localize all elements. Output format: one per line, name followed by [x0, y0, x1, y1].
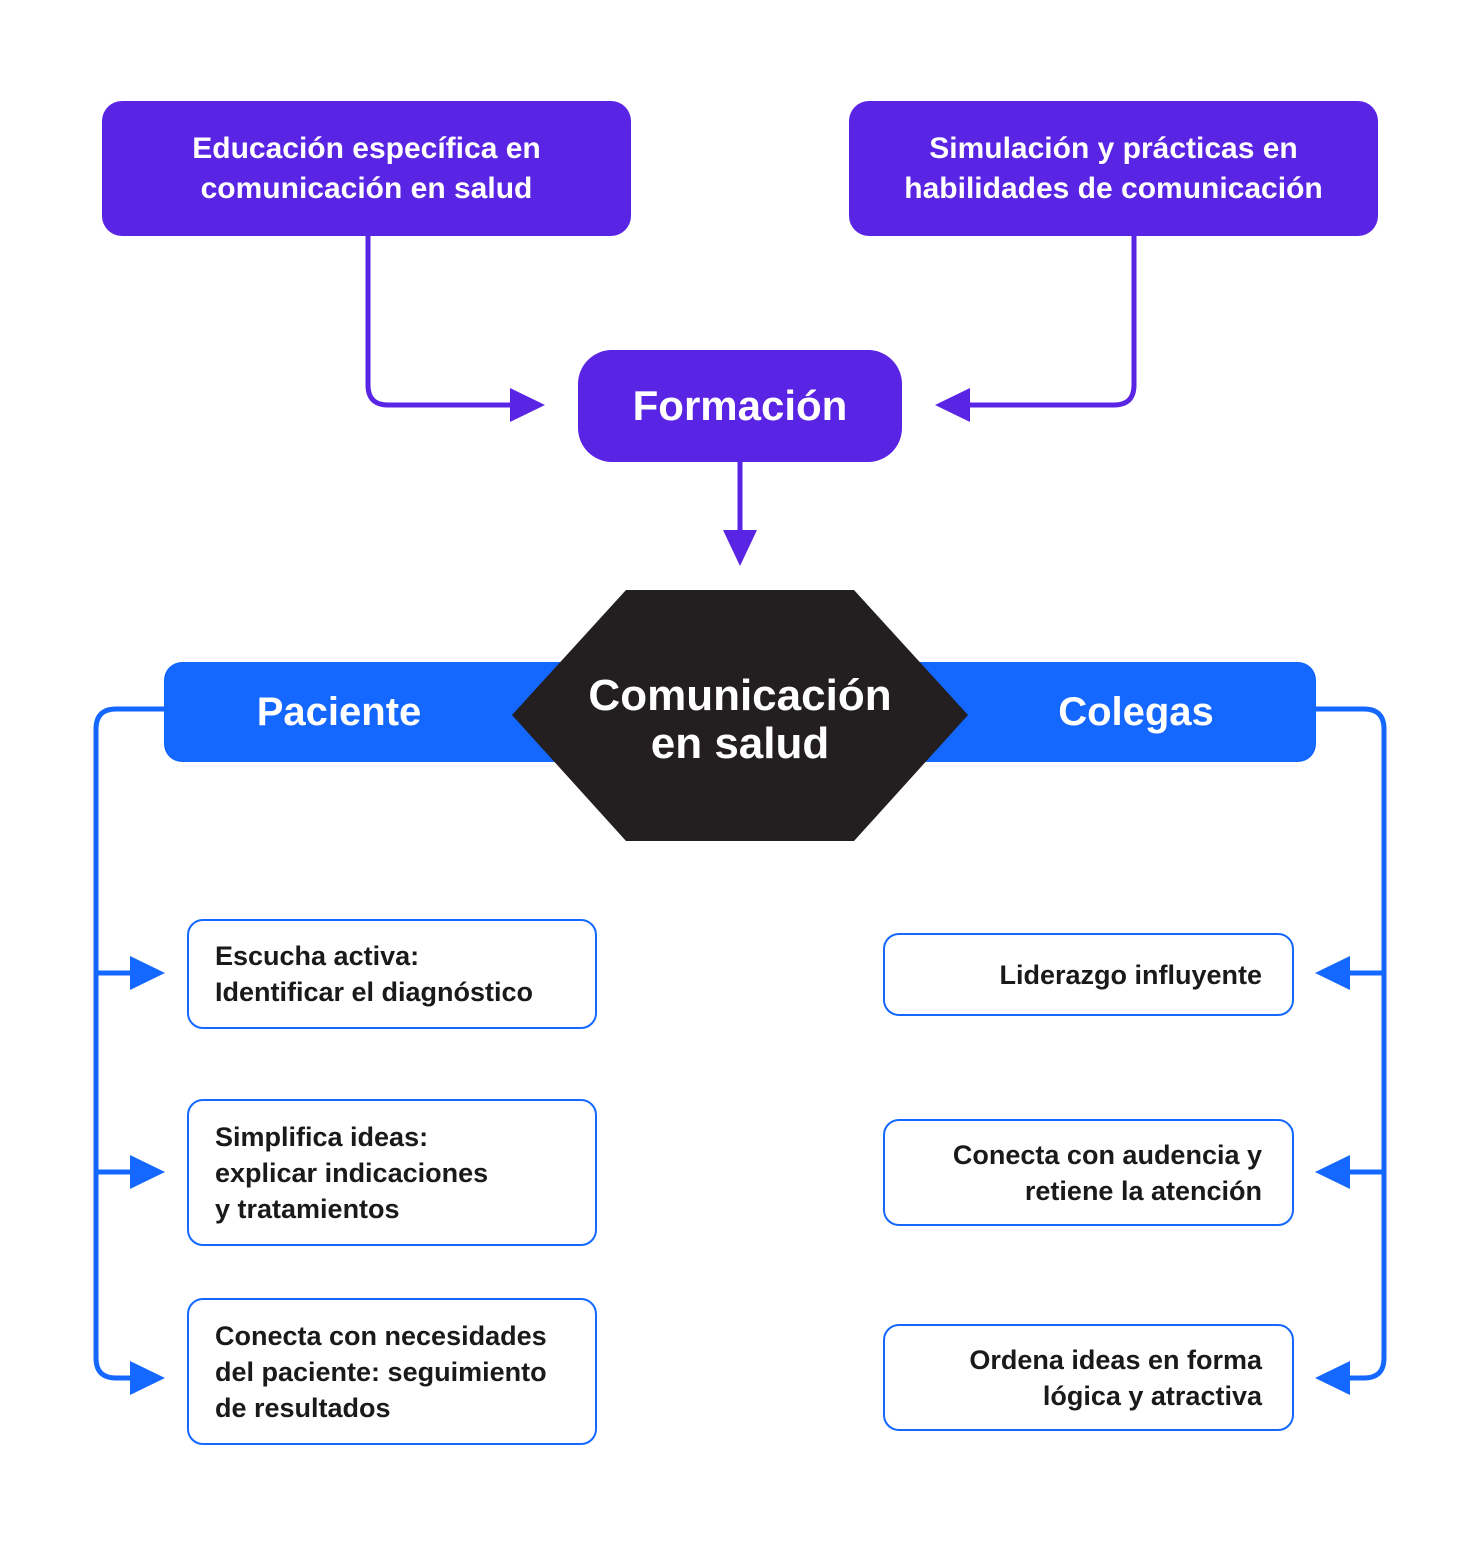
right-item-3: Ordena ideas en forma lógica y atractiva: [883, 1324, 1294, 1431]
left-item-1-label: Escucha activa: Identificar el diagnósti…: [215, 941, 534, 1007]
right-item-1-label: Liderazgo influyente: [999, 959, 1262, 990]
left-item-1: Escucha activa: Identificar el diagnósti…: [187, 919, 597, 1029]
top-right-box: Simulación y prácticas en habilidades de…: [849, 101, 1378, 236]
arrow-left-3: [130, 1361, 165, 1395]
right-item-3-label: Ordena ideas en forma lógica y atractiva: [969, 1344, 1262, 1411]
top-left-box: Educación específica en comunicación en …: [102, 101, 631, 236]
left-item-3-label: Conecta con necesidades del paciente: se…: [215, 1320, 547, 1423]
connector-right-top: [965, 236, 1137, 408]
arrow-left-1: [130, 956, 165, 990]
top-right-box-label: Simulación y prácticas en habilidades de…: [904, 131, 1323, 205]
left-item-2-label: Simplifica ideas: explicar indicaciones …: [215, 1121, 489, 1224]
left-item-3: Conecta con necesidades del paciente: se…: [187, 1298, 597, 1445]
header-paciente-label: Paciente: [256, 689, 422, 734]
header-colegas: Colegas: [876, 662, 1316, 762]
formacion-box: Formación: [578, 350, 902, 462]
arrow-left-2: [130, 1155, 165, 1189]
arrow-to-center: [723, 530, 757, 566]
connector-left-trunk: [93, 706, 166, 1381]
arrow-right-2: [1315, 1155, 1350, 1189]
top-left-box-label: Educación específica en comunicación en …: [192, 131, 541, 205]
arrow-to-formacion-left: [510, 388, 545, 422]
right-item-1: Liderazgo influyente: [883, 933, 1294, 1016]
left-item-2: Simplifica ideas: explicar indicaciones …: [187, 1099, 597, 1246]
arrow-to-formacion-right: [935, 388, 970, 422]
arrow-right-1: [1315, 956, 1350, 990]
right-item-2-label: Conecta con audencia y retiene la atenci…: [952, 1139, 1262, 1206]
formacion-label: Formación: [632, 382, 848, 429]
right-item-2: Conecta con audencia y retiene la atenci…: [883, 1119, 1294, 1226]
header-colegas-label: Colegas: [1058, 689, 1214, 734]
connector-right-trunk: [1314, 706, 1387, 1381]
arrow-right-3: [1315, 1361, 1350, 1395]
center-label: Comunicación en salud: [588, 671, 892, 768]
connector-left-top: [365, 236, 515, 408]
